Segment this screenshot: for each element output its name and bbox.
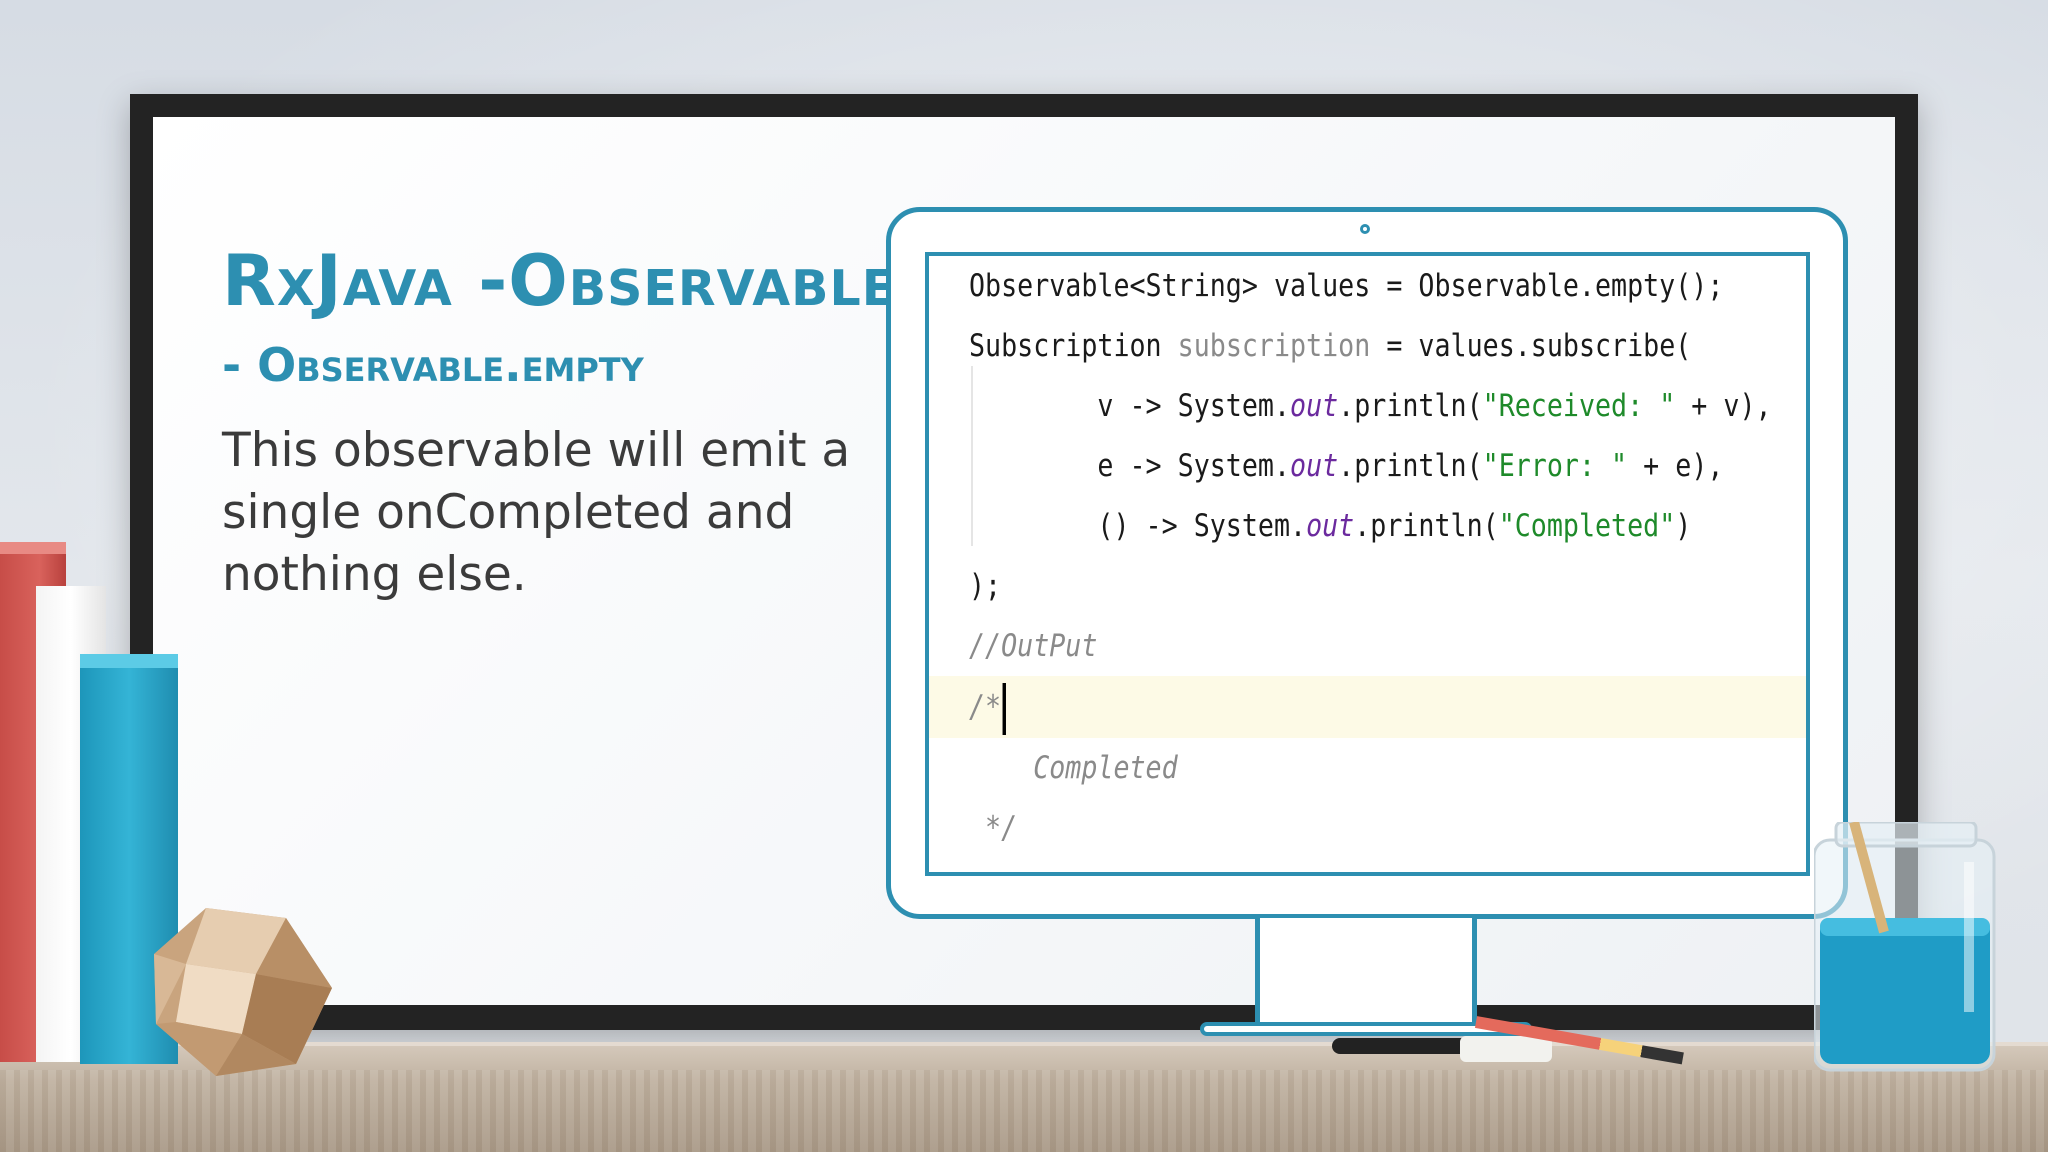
code-line-2: Subscription subscription = values.subsc… — [969, 328, 1692, 364]
code-line-8: /* — [969, 677, 1007, 737]
monitor-stand — [1255, 918, 1477, 1026]
desk-grain — [0, 1070, 2048, 1152]
code-line-9: Completed — [969, 750, 1178, 786]
paint-jar — [1814, 822, 1996, 1072]
code-screenshot: Observable<String> values = Observable.e… — [925, 252, 1810, 876]
code-line-6: ); — [969, 568, 1002, 604]
red-book-top — [0, 542, 66, 554]
code-line-1: Observable<String> values = Observable.e… — [969, 268, 1724, 304]
code-line-5: () -> System.out.println("Completed") — [969, 508, 1692, 544]
desk — [0, 1046, 2048, 1152]
text-caret — [1002, 682, 1007, 735]
blue-book-top — [80, 654, 178, 668]
code-line-4: e -> System.out.println("Error: " + e), — [969, 448, 1724, 484]
indent-guide — [971, 366, 973, 546]
marker-pen — [1332, 1038, 1472, 1054]
slide-title: RxJava -Observable — [222, 240, 897, 322]
current-line-highlight — [929, 676, 1806, 738]
wooden-geometric-ornament — [154, 908, 332, 1076]
camera-dot-icon — [1360, 224, 1370, 234]
eraser — [1460, 1036, 1552, 1062]
code-line-10: */ — [969, 810, 1018, 846]
slide-body-text: This observable will emit a single onCom… — [222, 423, 851, 602]
slide-subtitle: - Observable.empty — [222, 338, 644, 392]
code-line-7: //OutPut — [969, 628, 1098, 664]
code-line-3: v -> System.out.println("Received: " + v… — [969, 388, 1772, 424]
